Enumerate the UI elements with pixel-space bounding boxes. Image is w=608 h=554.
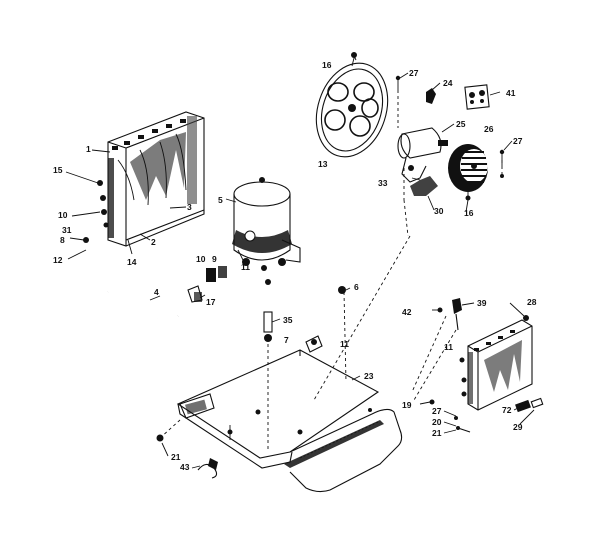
label-11c: 11: [444, 342, 453, 352]
label-13: 13: [318, 159, 328, 169]
label-21b: 21: [171, 452, 181, 462]
label-5: 5: [218, 195, 223, 205]
label-3: 3: [187, 202, 192, 212]
label-21: 21: [432, 428, 442, 438]
label-14: 14: [127, 257, 137, 267]
label-17: 17: [206, 297, 216, 307]
label-23: 23: [364, 371, 374, 381]
label-29: 29: [513, 422, 523, 432]
label-35: 35: [283, 315, 293, 325]
hardware-lower-right: [429, 399, 471, 433]
base-pan: [176, 335, 403, 493]
assembly-lines: [159, 90, 503, 450]
label-10: 10: [58, 210, 68, 220]
label-24: 24: [443, 78, 453, 88]
leader-lines: [65, 55, 535, 469]
label-26: 26: [484, 124, 494, 134]
blower-wheel: [448, 144, 488, 201]
label-11: 11: [241, 262, 250, 272]
label-33: 33: [378, 178, 388, 188]
label-27a: 27: [409, 68, 419, 78]
label-15: 15: [53, 165, 63, 175]
part-labels: 1 15 3 10 2 31 8 12 14 5 10 9 11 17 4 6 …: [53, 60, 537, 472]
refrigerant-valves: [437, 298, 462, 331]
label-12: 12: [53, 255, 63, 265]
label-30: 30: [434, 206, 444, 216]
label-43: 43: [180, 462, 190, 472]
label-8: 8: [60, 235, 65, 245]
label-7: 7: [284, 335, 289, 345]
label-6: 6: [354, 282, 359, 292]
label-19: 19: [402, 400, 412, 410]
overload-relay-parts: [187, 266, 227, 303]
label-16a: 16: [322, 60, 332, 70]
shaft-parts: [263, 279, 346, 342]
evaporator-coil: [459, 315, 533, 411]
control-plate: [464, 84, 490, 110]
coupling-fitting: [515, 397, 544, 413]
label-4: 4: [154, 287, 159, 297]
screws-top: [395, 75, 505, 178]
label-42: 42: [402, 307, 412, 317]
label-2: 2: [151, 237, 156, 247]
label-16b: 16: [464, 208, 474, 218]
label-10b: 10: [196, 254, 206, 264]
label-11b: 11: [340, 339, 349, 349]
fan-blade-assembly: [315, 52, 389, 158]
label-27b: 27: [513, 136, 523, 146]
fan-motor: [397, 127, 448, 196]
label-1: 1: [86, 144, 91, 154]
label-27c: 27: [432, 406, 442, 416]
drain-tube: [107, 289, 179, 321]
label-41: 41: [506, 88, 516, 98]
label-25: 25: [456, 119, 466, 129]
label-28: 28: [527, 297, 537, 307]
condenser-coil: [83, 111, 205, 247]
label-39: 39: [477, 298, 487, 308]
label-31: 31: [62, 225, 72, 235]
motor-bracket: [426, 88, 436, 104]
label-20: 20: [432, 417, 442, 427]
label-72: 72: [502, 405, 512, 415]
compressor: [232, 177, 301, 271]
label-9: 9: [212, 254, 217, 264]
